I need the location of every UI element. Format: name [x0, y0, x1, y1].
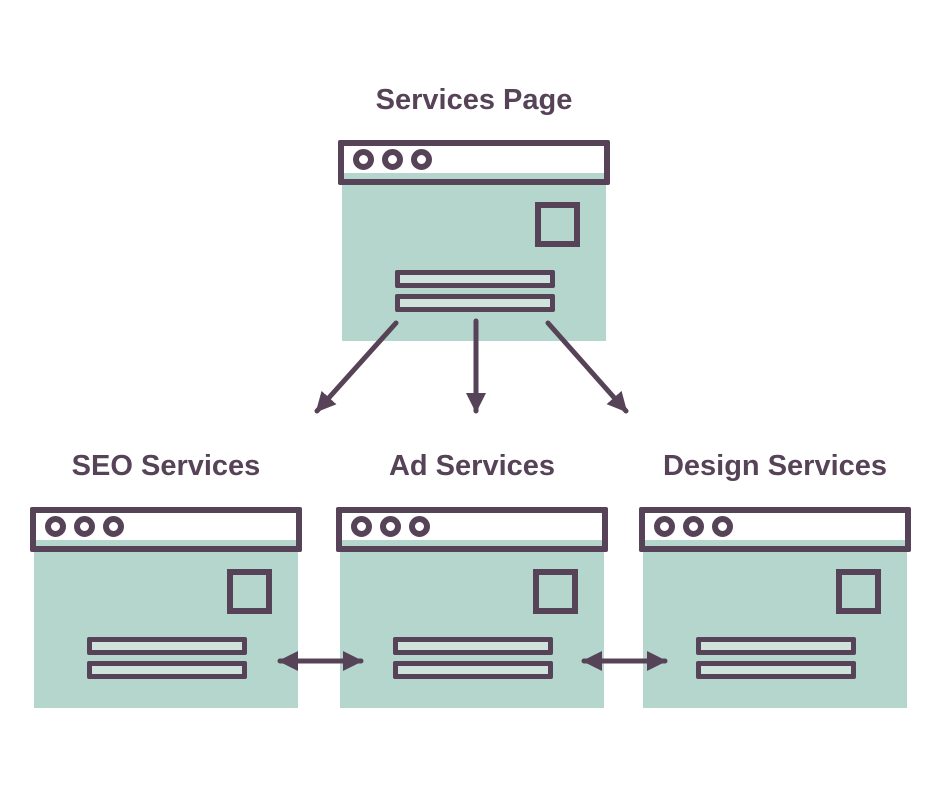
- text-line-placeholder: [395, 270, 555, 288]
- window-dot-icon: [654, 516, 675, 537]
- window-titlebar: [639, 507, 911, 552]
- window-dot-icon: [45, 516, 66, 537]
- window-dot-icon: [103, 516, 124, 537]
- window-body: [34, 552, 298, 708]
- window-dot-icon: [411, 149, 432, 170]
- browser-window-services-page: [338, 140, 610, 341]
- text-line-placeholder: [87, 661, 247, 679]
- window-dot-icon: [712, 516, 733, 537]
- text-line-placeholder: [393, 661, 553, 679]
- window-dot-icon: [382, 149, 403, 170]
- content-box-placeholder: [836, 569, 881, 614]
- content-box-placeholder: [227, 569, 272, 614]
- window-body: [643, 552, 907, 708]
- content-box-placeholder: [533, 569, 578, 614]
- text-line-placeholder: [395, 294, 555, 312]
- window-dot-icon: [380, 516, 401, 537]
- browser-window-ad-services: [336, 507, 608, 708]
- design-node-label: Design Services: [662, 450, 888, 482]
- browser-window-design-services: [639, 507, 911, 708]
- browser-window-seo-services: [30, 507, 302, 708]
- window-dot-icon: [74, 516, 95, 537]
- window-titlebar: [336, 507, 608, 552]
- text-line-placeholder: [87, 637, 247, 655]
- ad-node-label: Ad Services: [388, 450, 556, 482]
- window-dot-icon: [353, 149, 374, 170]
- window-titlebar: [30, 507, 302, 552]
- text-line-placeholder: [393, 637, 553, 655]
- window-body: [342, 185, 606, 341]
- seo-node-label: SEO Services: [71, 450, 261, 482]
- window-dot-icon: [351, 516, 372, 537]
- text-line-placeholder: [696, 661, 856, 679]
- window-dot-icon: [683, 516, 704, 537]
- text-line-placeholder: [696, 637, 856, 655]
- window-titlebar: [338, 140, 610, 185]
- window-body: [340, 552, 604, 708]
- root-node-label: Services Page: [375, 84, 573, 116]
- content-box-placeholder: [535, 202, 580, 247]
- window-dot-icon: [409, 516, 430, 537]
